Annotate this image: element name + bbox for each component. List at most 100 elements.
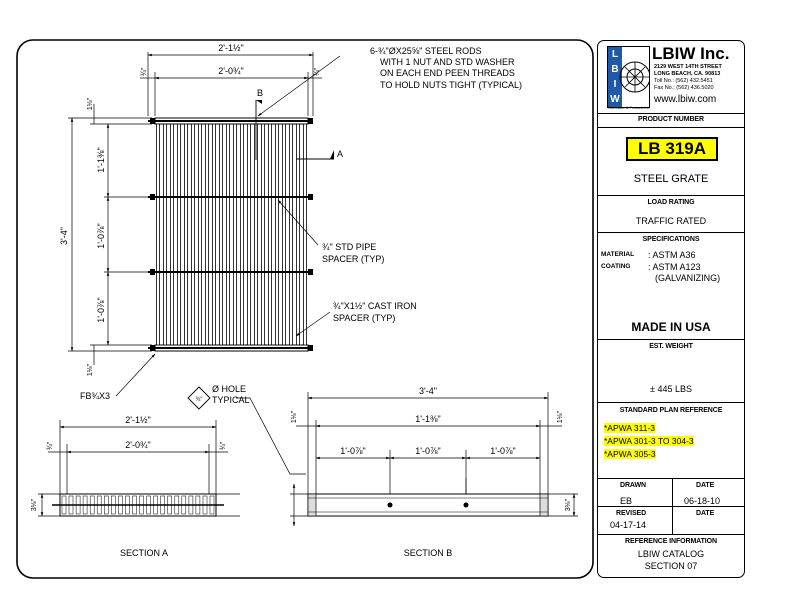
note-cast-2: SPACER (TYP)	[333, 313, 395, 323]
company-logo-area: L B I W LBIW Inc. 2129 WEST 14TH STREET …	[598, 41, 744, 113]
rods-leader	[257, 55, 341, 117]
est-weight-label: EST. WEIGHT	[649, 343, 693, 350]
dim-side-left: ¾"	[141, 67, 148, 76]
logo-letter-i: I	[613, 79, 617, 90]
est-weight-value: ± 445 LBS	[650, 384, 692, 394]
top-dimensions	[140, 52, 322, 116]
dim-h-top-small: 1⅛"	[87, 97, 94, 110]
company-web: www.lbiw.com	[654, 94, 717, 105]
revised-date-label: DATE	[696, 510, 715, 517]
grate-bar	[260, 123, 265, 346]
note-rods-3: ON EACH END PEEN THREADS	[380, 68, 515, 78]
grate-bar	[218, 123, 223, 346]
logo-mark: L B I W	[607, 46, 650, 108]
grate-bars	[155, 123, 307, 346]
seca-side-right: ¾"	[220, 441, 227, 450]
logo-letter-w: W	[610, 94, 620, 105]
dim-top-inner: 2'-0¾"	[218, 66, 243, 76]
hole-symbol: ¾"	[195, 397, 202, 403]
section-a-label: SECTION A	[120, 548, 168, 558]
logo-letter-b: B	[611, 64, 619, 75]
note-rods-1: 6-¾"ØX25⅝" STEEL RODS	[370, 46, 482, 56]
secb-seg1: 1'-0⅞"	[340, 446, 365, 456]
grate-bar	[274, 123, 279, 346]
grate-bar	[295, 123, 300, 346]
specifications-label: SPECIFICATIONS	[642, 236, 700, 243]
reference-line-1: LBIW CATALOG	[637, 549, 705, 559]
secb-seg-top: 1'-1⅜"	[415, 414, 440, 424]
grate-bar	[211, 123, 216, 346]
dim-h-seg1: 1'-1⅜"	[96, 147, 106, 172]
dim-h-seg2: 1'-0⅞"	[96, 223, 106, 248]
reference-label: REFERENCE INFORMATION	[625, 538, 717, 545]
hole-note-2: TYPICAL	[212, 395, 250, 405]
grate-bar	[204, 123, 209, 346]
seca-side-left: ¾"	[47, 441, 54, 450]
company-tel: Toll No.: (562) 432.5451	[654, 78, 713, 84]
drawn-value: EB	[620, 496, 633, 506]
marker-b-label: B	[257, 88, 263, 98]
logo-letter-l: L	[611, 49, 619, 60]
title-block: L B I W LBIW Inc. 2129 WEST 14TH STREET …	[597, 40, 745, 578]
secb-total: 3'-4"	[419, 386, 437, 396]
company-city: LONG BEACH, CA. 90813	[654, 71, 721, 77]
seca-height: 3⅛"	[31, 498, 38, 511]
pipe-leader	[277, 199, 319, 246]
note-rods-2: WITH 1 NUT AND STD WASHER	[380, 57, 515, 67]
section-b-label: SECTION B	[404, 548, 453, 558]
standard-plan-label: STANDARD PLAN REFERENCE	[619, 407, 723, 414]
dim-side-right: ¾"	[314, 67, 321, 76]
plan-view	[148, 117, 313, 352]
coating-value: : ASTM A123	[648, 262, 701, 272]
gear-icon	[619, 61, 649, 93]
grate-bar	[183, 123, 188, 346]
note-pipe-2: SPACER (TYP)	[322, 254, 384, 264]
secb-seg2: 1'-0⅞"	[415, 446, 440, 456]
material-label: MATERIAL	[601, 251, 635, 258]
secb-right-small: 1⅛"	[557, 410, 564, 423]
fb-leader	[115, 353, 156, 397]
coating-label: COATING	[601, 263, 631, 270]
grate-bar	[288, 123, 293, 346]
coating-value-2: (GALVANIZING)	[655, 273, 721, 283]
seca-inner: 2'-0¾"	[125, 440, 150, 450]
material-value: : ASTM A36	[648, 250, 696, 260]
grate-bar	[176, 123, 181, 346]
steel-rods	[148, 120, 313, 349]
made-in-usa: MADE IN USA	[631, 320, 711, 334]
plan-ref-1: *APWA 311-3	[604, 423, 656, 433]
section-b-view	[307, 478, 549, 517]
dim-top-outer: 2'-1½"	[218, 43, 243, 53]
grate-bar	[246, 123, 251, 346]
load-rating-label: LOAD RATING	[647, 199, 695, 206]
marker-a-label: A	[337, 149, 343, 159]
dim-h-bot-small: 1⅛"	[87, 363, 94, 376]
dim-height-total: 3'-4"	[59, 227, 69, 245]
load-rating-value: TRAFFIC RATED	[635, 216, 707, 226]
grate-bar	[302, 123, 307, 346]
revised-value: 04-17-14	[610, 520, 647, 530]
hole-note-1: Ø HOLE	[212, 384, 246, 394]
drawing-border	[16, 39, 594, 579]
grate-bar	[225, 123, 230, 346]
left-dimensions	[68, 104, 152, 365]
product-number-label: PRODUCT NUMBER	[638, 116, 704, 123]
hole-leader	[236, 397, 306, 475]
grate-bar	[197, 123, 202, 346]
product-number-badge: LB 319A	[626, 137, 718, 161]
section-b-dimensions	[290, 392, 578, 527]
section-a-view	[52, 493, 224, 517]
secb-left-small: 1⅛"	[291, 410, 298, 423]
secb-seg3: 1'-0⅞"	[490, 446, 515, 456]
drawn-label: DRAWN	[620, 482, 646, 489]
section-marker-b	[255, 100, 262, 160]
section-a-dimensions	[38, 420, 240, 517]
dim-h-seg3: 1'-0⅞"	[96, 297, 106, 322]
reference-line-2: SECTION 07	[644, 561, 698, 571]
note-cast-1: ¾"X1½" CAST IRON	[333, 301, 417, 311]
grate-bar	[281, 123, 286, 346]
grate-bar	[162, 123, 167, 346]
company-fax: Fax No.: (562) 436.5020	[654, 85, 714, 91]
plan-ref-2: *APWA 301-3 TO 304-3	[604, 436, 694, 446]
